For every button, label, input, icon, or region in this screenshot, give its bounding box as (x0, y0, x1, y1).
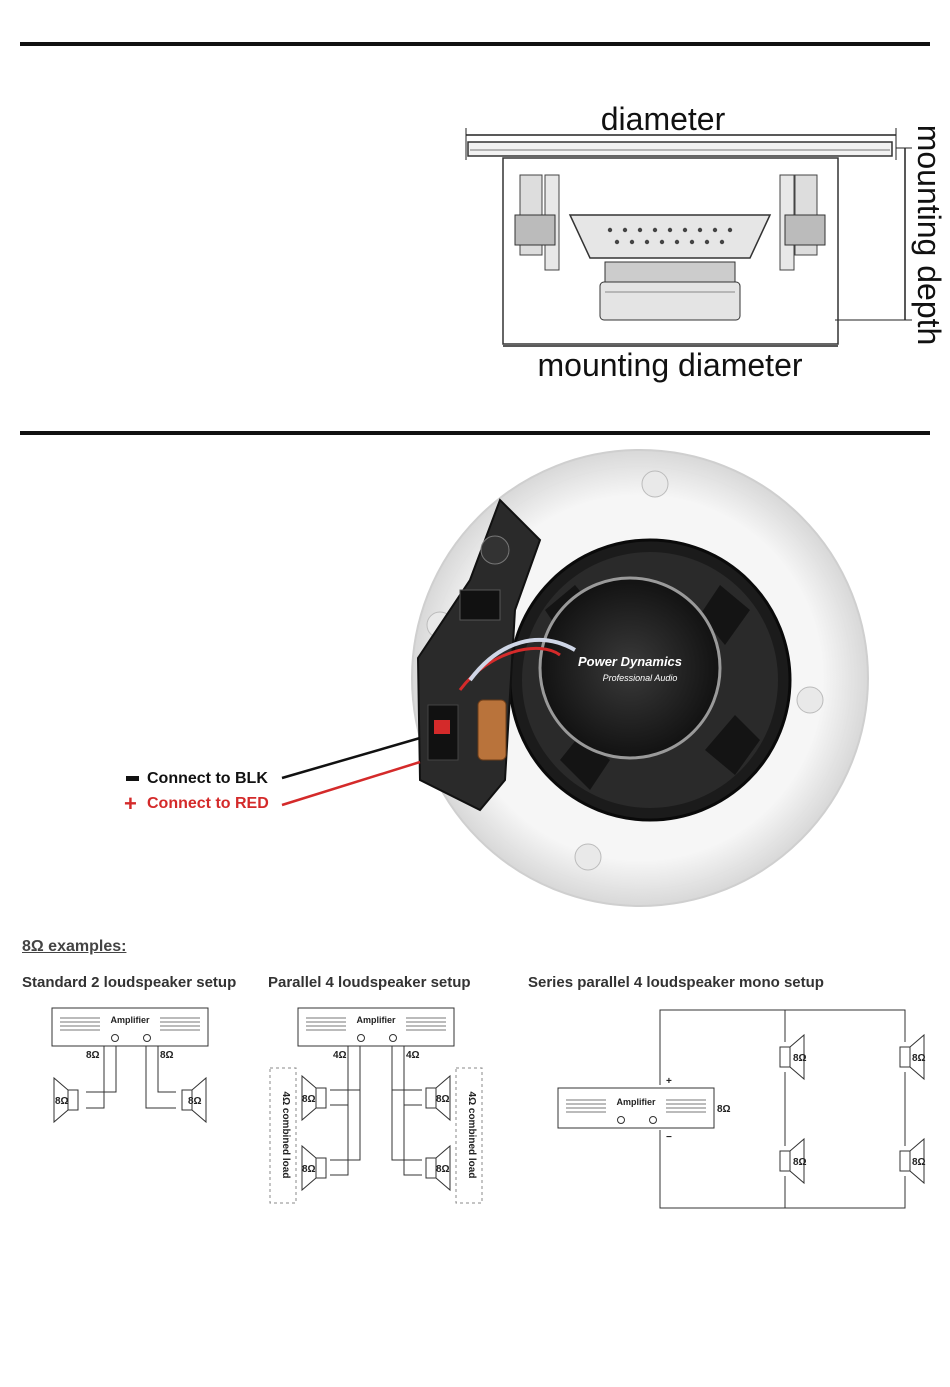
minus-sign: − (666, 1132, 672, 1143)
combined-load-label: 4Ω combined load (280, 1092, 291, 1179)
amplifier-label: Amplifier (356, 1015, 396, 1025)
ohm-label: 8Ω (717, 1104, 731, 1115)
brand-logo: Power Dynamics (578, 654, 682, 669)
ohm-label: 8Ω (188, 1096, 202, 1107)
positive-connection-label: Connect to RED (147, 795, 269, 812)
amplifier-label: Amplifier (616, 1097, 656, 1107)
minus-icon (126, 776, 139, 782)
combined-load-label: 4Ω combined load (466, 1092, 477, 1179)
diameter-label: diameter (601, 101, 726, 137)
positive-connection: + Connect to RED (124, 790, 269, 816)
negative-connection-label: Connect to BLK (147, 770, 268, 787)
plus-icon: + (124, 790, 137, 816)
ohm-label: 8Ω (436, 1094, 450, 1105)
ohm-label: 8Ω (86, 1050, 100, 1061)
ohm-label: 4Ω (333, 1050, 347, 1061)
ohm-label: 8Ω (912, 1157, 926, 1168)
setup-title-standard: Standard 2 loudspeaker setup (22, 974, 237, 991)
ohm-label: 8Ω (160, 1050, 174, 1061)
ohm-label: 8Ω (436, 1164, 450, 1175)
ohm-label: 8Ω (912, 1053, 926, 1064)
top-divider (20, 42, 930, 46)
setup-title-parallel: Parallel 4 loudspeaker setup (268, 974, 471, 991)
negative-connection: Connect to BLK (126, 770, 268, 788)
examples-heading: 8Ω examples: (22, 938, 127, 955)
mounting-diameter-label: mounting diameter (537, 347, 802, 383)
ohm-label: 8Ω (302, 1094, 316, 1105)
ohm-label: 8Ω (55, 1096, 69, 1107)
ohm-label: 4Ω (406, 1050, 420, 1061)
ohm-label: 8Ω (793, 1053, 807, 1064)
brand-subtitle: Professional Audio (603, 673, 678, 683)
setup-title-series-parallel: Series parallel 4 loudspeaker mono setup (528, 974, 824, 991)
amplifier-label: Amplifier (110, 1015, 150, 1025)
series-parallel-setup-diagram: Amplifier + − 8Ω 8Ω 8Ω 8Ω 8Ω (557, 1009, 926, 1209)
plus-sign: + (666, 1076, 672, 1087)
ohm-label: 8Ω (793, 1157, 807, 1168)
standard-setup-diagram: Amplifier 8Ω 8Ω 8Ω 8Ω (51, 1007, 209, 1123)
mounting-depth-label: mounting depth (911, 125, 947, 346)
middle-divider (20, 431, 930, 435)
ohm-label: 8Ω (302, 1164, 316, 1175)
parallel-setup-diagram: Amplifier 4Ω 4Ω 8Ω 8Ω 8Ω 8Ω 4Ω combined … (269, 1007, 483, 1204)
